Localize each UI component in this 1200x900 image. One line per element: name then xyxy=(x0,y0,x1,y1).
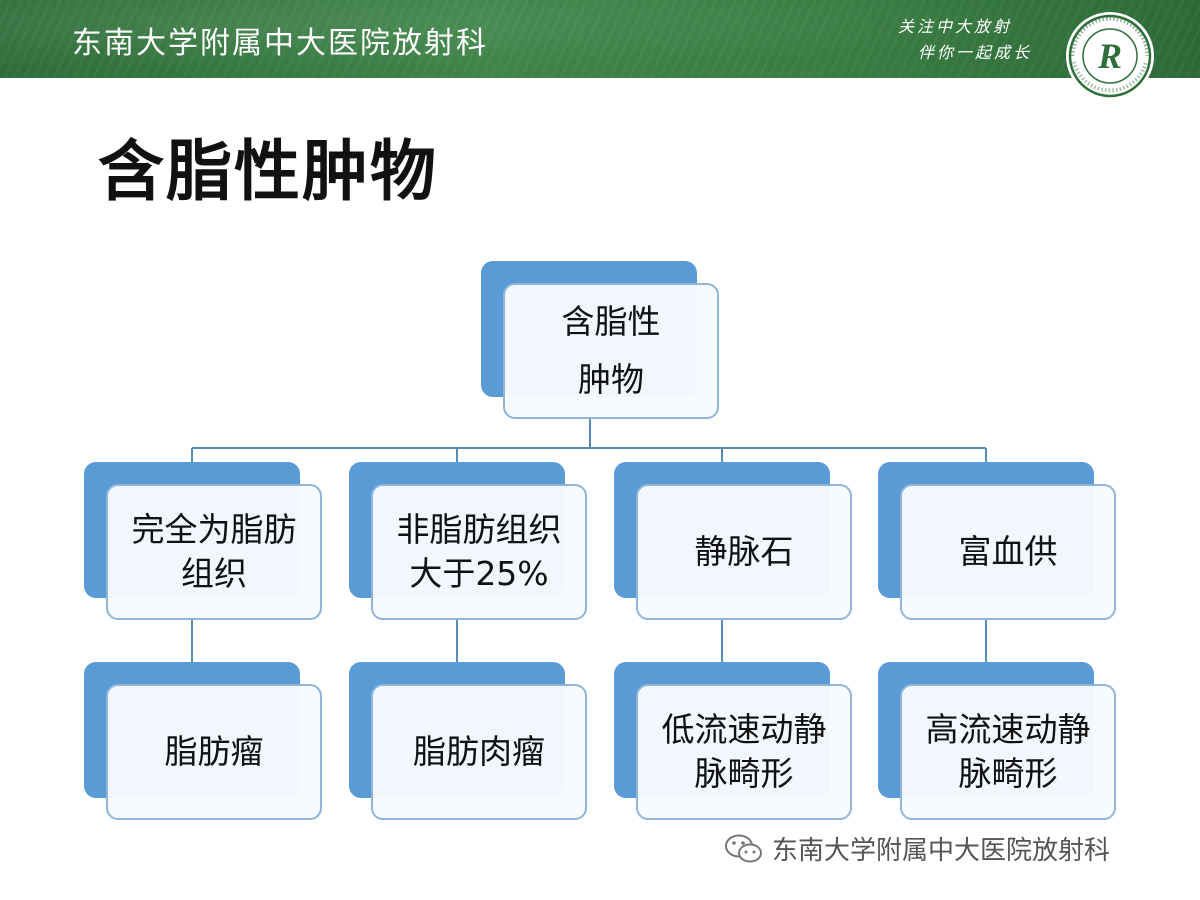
node-box: 富血供 xyxy=(900,484,1116,620)
hospital-name: 东南大学附属中大医院放射科 xyxy=(72,26,488,61)
hospital-logo-icon: R xyxy=(1066,12,1154,100)
slogan-line-2: 伴你一起成长 xyxy=(918,43,1033,62)
category-line-1: 富血供 xyxy=(958,532,1058,571)
category-line-1: 非脂肪组织 xyxy=(396,510,562,549)
node-box: 高流速动静 脉畸形 xyxy=(900,684,1116,820)
leaf-line-1: 脂肪瘤 xyxy=(164,732,264,771)
leaf-line-2: 脉畸形 xyxy=(694,754,794,793)
node-box: 完全为脂肪 组织 xyxy=(106,484,322,620)
category-line-2: 组织 xyxy=(181,554,247,593)
leaf-line-1: 低流速动静 xyxy=(661,710,827,749)
category-line-1: 完全为脂肪 xyxy=(131,510,297,549)
leaf-line-1: 脂肪肉瘤 xyxy=(413,732,545,771)
root-line-2: 肿物 xyxy=(578,360,644,399)
node-box: 脂肪肉瘤 xyxy=(371,684,587,820)
node-box: 含脂性 肿物 xyxy=(503,283,719,419)
slogan: 关注中大放射 伴你一起成长 xyxy=(898,14,1032,66)
slogan-line-1: 关注中大放射 xyxy=(898,17,1013,36)
leaf-line-2: 脉畸形 xyxy=(958,754,1058,793)
category-line-1: 静脉石 xyxy=(694,532,794,571)
node-box: 低流速动静 脉畸形 xyxy=(636,684,852,820)
node-box: 脂肪瘤 xyxy=(106,684,322,820)
watermark-text: 东南大学附属中大医院放射科 xyxy=(772,836,1111,866)
root-line-1: 含脂性 xyxy=(561,302,661,341)
node-box: 非脂肪组织 大于25% xyxy=(371,484,587,620)
leaf-line-1: 高流速动静 xyxy=(925,710,1091,749)
watermark: 东南大学附属中大医院放射科 xyxy=(724,830,1110,867)
header-texture xyxy=(0,0,1200,78)
node-box: 静脉石 xyxy=(636,484,852,620)
category-line-2: 大于25% xyxy=(409,554,549,593)
logo-letter: R xyxy=(1097,36,1122,76)
page-title: 含脂性肿物 xyxy=(98,133,438,210)
header-banner: 东南大学附属中大医院放射科 关注中大放射 伴你一起成长 xyxy=(0,0,1200,78)
wechat-icon xyxy=(725,834,762,862)
